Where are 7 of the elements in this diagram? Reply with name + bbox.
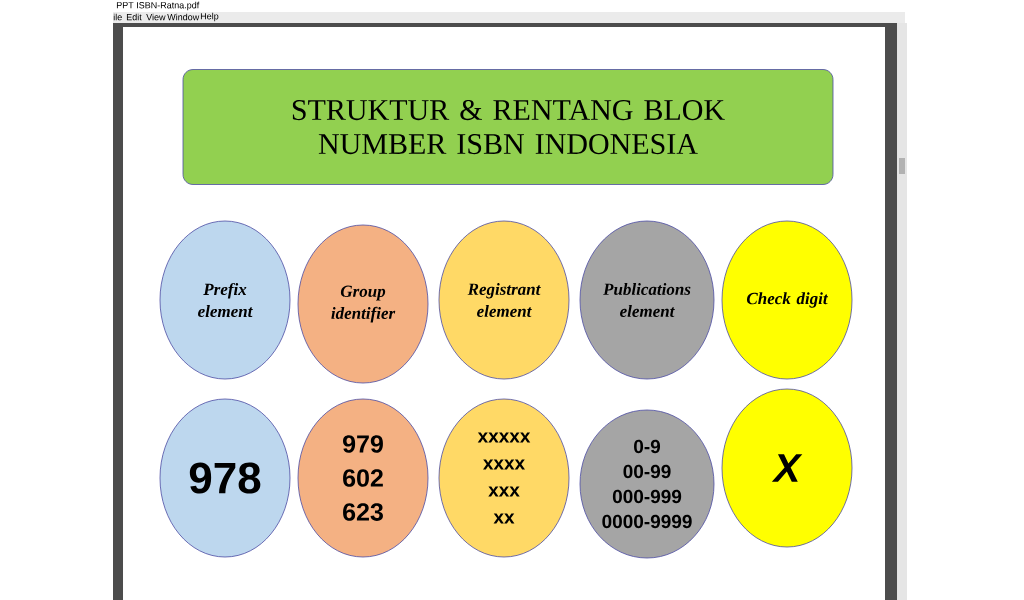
title-box: STRUKTUR & RENTANG BLOK NUMBER ISBN INDONESIA	[182, 69, 834, 185]
menu-item: Window	[167, 13, 200, 21]
menu-item: Help	[200, 12, 219, 22]
menu-item: ile	[113, 13, 122, 21]
menu-item: Edit	[126, 13, 142, 21]
window-title: PPT ISBN-Ratna.pdf	[116, 1, 200, 11]
menu-item: View	[146, 13, 166, 21]
